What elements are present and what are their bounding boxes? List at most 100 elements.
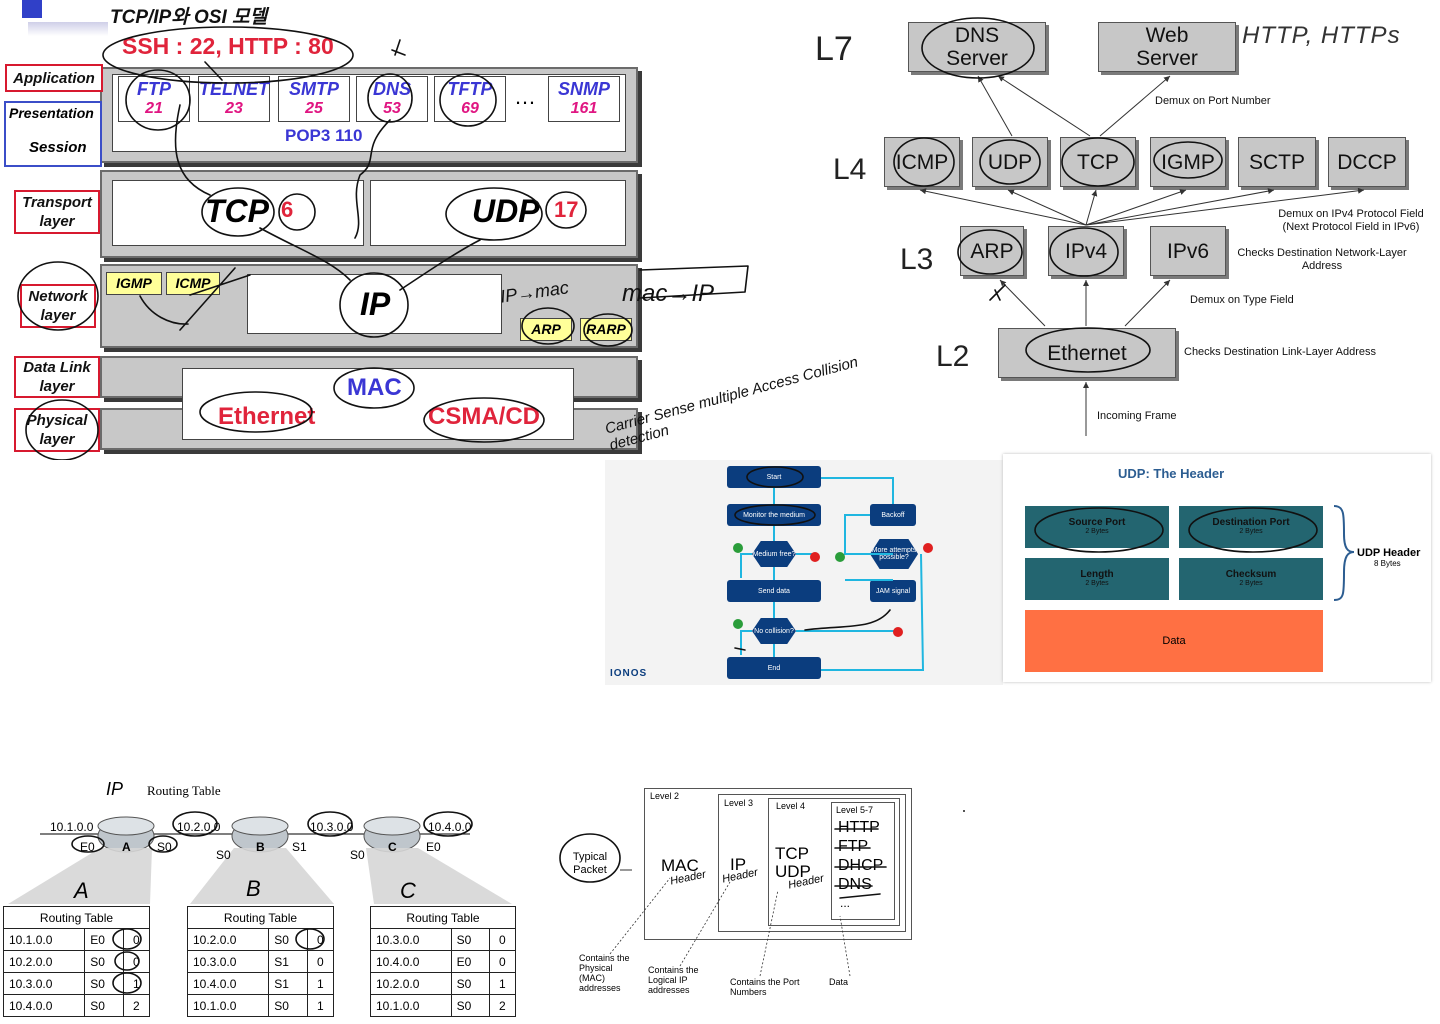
protocol-port: 161 — [570, 100, 598, 117]
packet-level57-box — [831, 802, 895, 920]
router-a-left-if: E0 — [80, 840, 95, 854]
l4-note: L4 — [833, 153, 867, 186]
flow-arrows — [733, 466, 933, 671]
flow-no-collision: No collision? — [752, 618, 796, 644]
csma-note: CSMA/CD — [428, 403, 540, 430]
field-size: 2 Bytes — [1085, 580, 1109, 587]
table-cell: 2 — [488, 994, 517, 1017]
packet-app-dhcp: DHCP — [838, 857, 884, 874]
physical-box — [182, 368, 574, 440]
tcp-box — [112, 180, 364, 246]
flow-monitor: Monitor the medium — [727, 504, 821, 526]
packet-ink — [559, 828, 887, 977]
table-cell: S0 — [450, 994, 490, 1017]
layer-network: Network layer — [20, 284, 96, 328]
layer-application: Application — [5, 64, 103, 92]
udp-brace — [1333, 505, 1355, 601]
router-b-right-if: S1 — [292, 840, 307, 854]
l7-note: L7 — [815, 30, 853, 68]
table-cell: 0 — [488, 928, 517, 951]
field-size: 2 Bytes — [1239, 580, 1263, 587]
table-cell: 10.1.0.0 — [370, 994, 452, 1017]
packet-outer — [644, 788, 912, 940]
flow-send: Send data — [727, 580, 821, 602]
flow-end: End — [727, 657, 821, 679]
packet-level4-box — [768, 798, 900, 926]
packet-app-dns: DNS — [838, 876, 872, 893]
table-cell: 0 — [488, 950, 517, 973]
flow-backoff: Backoff — [870, 504, 916, 526]
router-a-right-net: 10.2.0.0 — [177, 820, 221, 834]
router-b-left-if: S0 — [216, 848, 231, 862]
router-c-name: C — [388, 840, 397, 854]
router-c-left-if: S0 — [350, 848, 365, 862]
table-cell: 10.2.0.0 — [2, 950, 86, 973]
contains-port-note: Contains the Port Numbers — [730, 977, 800, 997]
table-cell: 10.1.0.0 — [2, 928, 86, 951]
table-cell: S0 — [268, 994, 308, 1017]
ionos-brand: IONOS — [610, 668, 648, 679]
packet-ip: IP — [730, 855, 747, 874]
protocol-port: 21 — [145, 100, 163, 117]
typical-packet-label: Typical Packet — [572, 851, 608, 876]
demux-type-note: Demux on Type Field — [1190, 294, 1294, 306]
packet-level3-box — [718, 794, 906, 932]
checks-net-note: Checks Destination Network-Layer Address — [1237, 247, 1407, 272]
arp-box: ARP — [520, 318, 572, 341]
udp-number: 17 — [554, 197, 579, 222]
protocol-name: SMTP — [288, 79, 339, 99]
layer-session: Session — [29, 139, 87, 156]
flow-more-attempts: More attempts possible? — [870, 539, 918, 569]
rarp-handwritten-note: mac→IP — [622, 280, 715, 307]
udp-box — [370, 180, 626, 246]
contains-ip-note: Contains the Logical IP addresses — [648, 965, 699, 995]
tcp-label: TCP — [205, 193, 269, 229]
table-cell: 1 — [306, 994, 335, 1017]
layer-datalink: Data Link layer — [14, 356, 100, 398]
protocol-name: SNMP — [557, 79, 610, 99]
router-a-left-net: 10.1.0.0 — [50, 820, 94, 834]
field-name: Checksum — [1225, 569, 1277, 580]
routing-table-ink — [112, 928, 325, 994]
layer-presentation-session — [4, 101, 102, 167]
osi-annotation-ink — [17, 26, 749, 460]
packet-app-ftp: FTP — [838, 838, 869, 855]
demux-port-note: Demux on Port Number — [1155, 95, 1271, 107]
table-cell: 1 — [306, 972, 335, 995]
level2-label: Level 2 — [650, 791, 680, 801]
csma-bg — [605, 460, 1003, 685]
flow-jam: JAM signal — [870, 580, 916, 602]
packet-udp: UDP — [775, 862, 811, 881]
stack-transport-icmp: ICMP — [884, 137, 960, 187]
protocol-port: 69 — [461, 100, 479, 117]
level3-label: Level 3 — [724, 798, 754, 808]
udp-title: UDP: The Header — [1118, 466, 1225, 481]
packet-app-more: ... — [840, 896, 851, 910]
udp-data-box: Data — [1025, 610, 1323, 672]
router-c-note: C — [400, 878, 416, 903]
ip-label: IP — [360, 286, 391, 322]
field-size: 2 Bytes — [1085, 528, 1109, 535]
ip-handwritten-note: IP — [106, 779, 124, 799]
router-b-name: B — [256, 840, 265, 854]
protocol-ellipsis: … — [514, 84, 536, 109]
web-server-box: Web Server — [1098, 22, 1236, 72]
stack-network-ipv6: IPv6 — [1150, 226, 1226, 276]
field-name: Destination Port — [1212, 517, 1290, 528]
data-note: Data — [829, 977, 849, 987]
stack-transport-sctp: SCTP — [1238, 137, 1316, 187]
stack-network-ipv4: IPv4 — [1048, 226, 1124, 276]
